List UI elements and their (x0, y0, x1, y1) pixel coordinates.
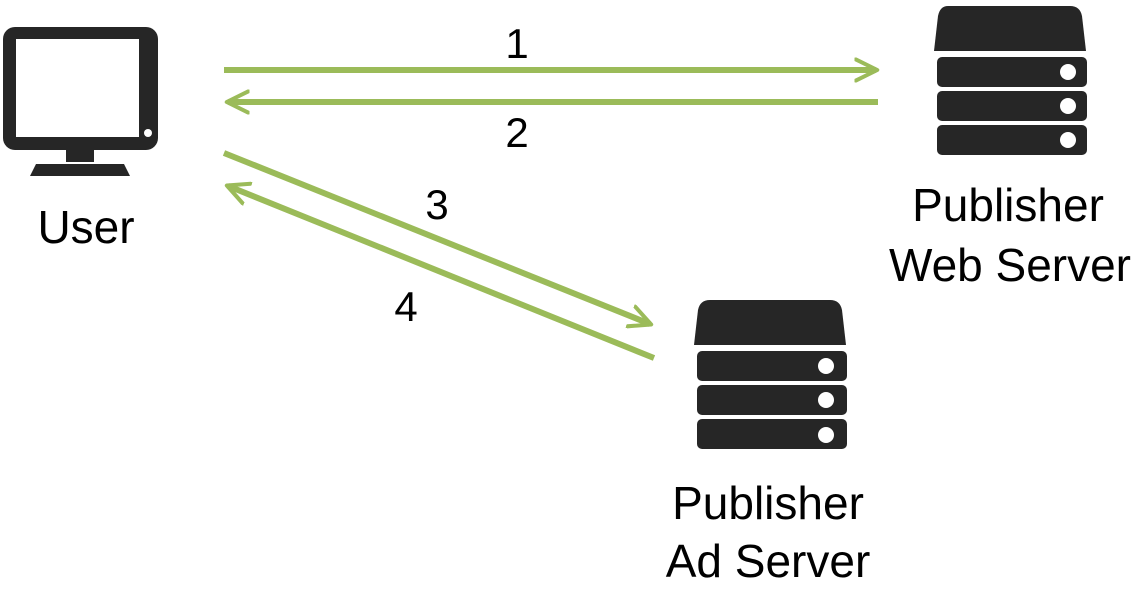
step-label-4: 4 (394, 283, 417, 330)
web-server-label-line1: Publisher (912, 179, 1104, 231)
arrow-step-4 (228, 186, 656, 361)
web-server-label-line2: Web Server (889, 239, 1131, 291)
user-label: User (37, 201, 134, 253)
server-stack-icon (934, 6, 1087, 155)
step-label-1: 1 (505, 20, 528, 67)
step-label-2: 2 (505, 109, 528, 156)
ad-server-label-line2: Ad Server (666, 535, 871, 587)
step-label-3: 3 (425, 181, 448, 228)
server-stack-icon (694, 300, 847, 449)
arrow-step-3 (222, 150, 650, 324)
ad-server-label-line1: Publisher (672, 477, 864, 529)
desktop-monitor-icon (3, 27, 158, 176)
